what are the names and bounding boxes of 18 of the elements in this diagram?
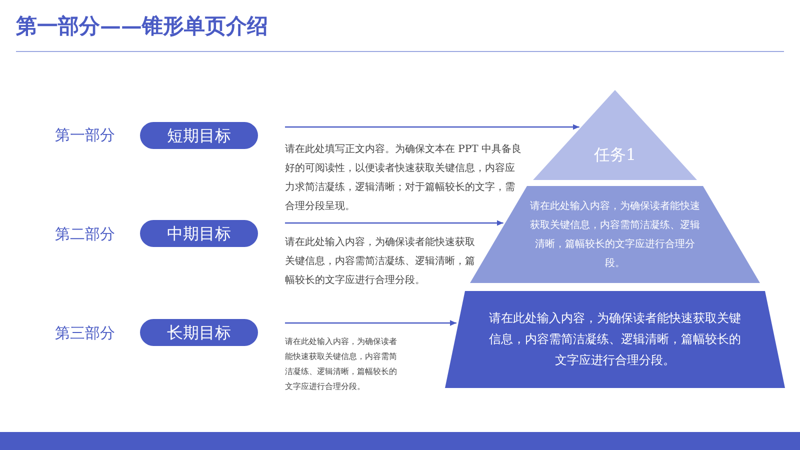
section-label: 第三部分	[55, 324, 115, 343]
body-text: 请在此处输入内容，为确保读者能快速获取关键信息，内容需简洁凝练、逻辑清晰，篇幅较长的文字应进行合理分段。	[285, 233, 483, 290]
pyramid-layer	[533, 90, 697, 180]
body-text: 请在此处输入内容，为确保读者能快速获取关键信息，内容需简洁凝练、逻辑清晰，篇幅较长的文字应进行合理分段。	[285, 334, 397, 394]
section-label: 第二部分	[55, 225, 115, 244]
pyramid-layer	[445, 291, 785, 388]
arrow	[285, 220, 504, 226]
goal-pill: 中期目标	[140, 220, 258, 247]
slide-title: 第一部分——锥形单页介绍	[16, 12, 268, 40]
body-text: 请在此处填写正文内容。为确保文本在 PPT 中具备良好的可阅读性，以便读者快速获取关键信息，内容应力求简洁凝练，逻辑清晰；对于篇幅较长的文字，需合理分段呈现。	[285, 140, 523, 216]
layer-text: 请在此处输入内容，为确保读者能快速获取关键信息，内容需简洁凝练、逻辑清晰，篇幅较长的文字应进行合理分段。	[488, 310, 742, 369]
goal-pill: 短期目标	[140, 122, 258, 149]
arrow	[285, 320, 456, 326]
arrow	[285, 124, 580, 130]
section-label: 第一部分	[55, 126, 115, 145]
layer-text: 请在此处输入内容，为确保读者能快速获取关键信息，内容需简洁凝练、逻辑清晰，篇幅较长的文字应进行合理分段。	[529, 200, 701, 270]
goal-pill: 长期目标	[140, 319, 258, 346]
layer-text: 任务1	[594, 145, 636, 165]
